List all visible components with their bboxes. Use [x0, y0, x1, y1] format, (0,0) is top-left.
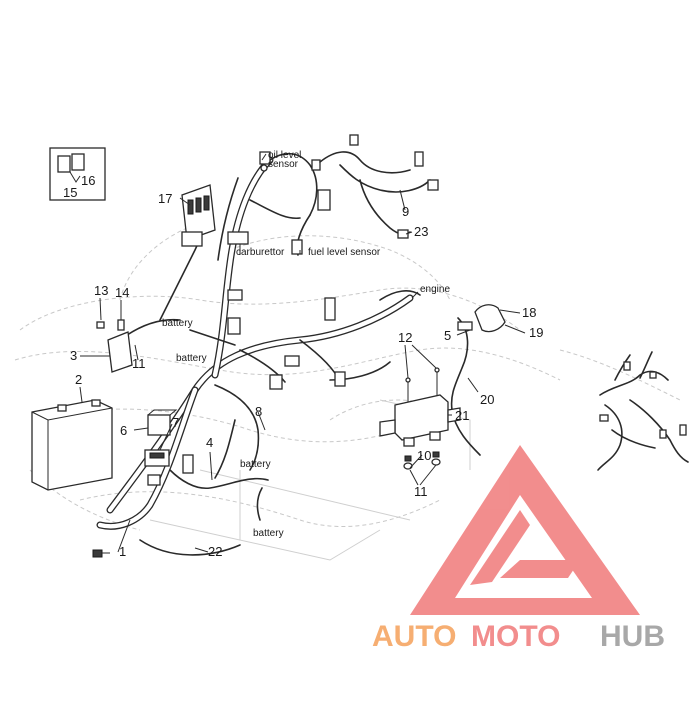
- fuse-15: [57, 155, 71, 173]
- connector-d: [284, 355, 300, 367]
- spark-plug-cap: [457, 304, 506, 333]
- callout-22: 22: [208, 544, 222, 559]
- main-harness: [96, 156, 414, 530]
- callout-3: 3: [70, 348, 77, 363]
- callout-21: 21: [455, 408, 469, 423]
- callout-20: 20: [480, 392, 494, 407]
- callout-5: 5: [444, 328, 451, 343]
- thin-wires: [119, 152, 481, 556]
- label-fuel-level-sensor: fuel level sensor: [308, 247, 381, 258]
- connector-9d: [427, 179, 439, 191]
- connectors: [147, 134, 439, 486]
- logo-triangle-outer: [410, 445, 640, 615]
- connector-e: [269, 374, 283, 390]
- part-6: [147, 409, 178, 436]
- callout-23: 23: [414, 224, 428, 239]
- fuse-16: [71, 153, 85, 171]
- part-3: [96, 319, 133, 373]
- label-oil-sensor: sensor: [268, 159, 299, 170]
- callout-11-right: 11: [414, 484, 428, 499]
- connector-f: [334, 371, 346, 387]
- battery-body: [31, 399, 113, 491]
- wire-labels: oil level sensor carburettor fuel level …: [162, 150, 450, 539]
- fuse-holder: [49, 147, 106, 201]
- battery-terminal-neg: [57, 404, 67, 412]
- harness-overview-sketch: [597, 351, 689, 471]
- harness-9-branch: [319, 151, 411, 174]
- leader-lines: [79, 153, 526, 553]
- connector-c: [324, 297, 336, 321]
- callout-14: 14: [115, 285, 129, 300]
- label-battery-3: battery: [240, 459, 271, 470]
- callout-19: 19: [529, 325, 543, 340]
- logo-text-moto: MOTO: [471, 620, 560, 653]
- starter-relay: [107, 331, 133, 373]
- bolt-13: [96, 321, 105, 329]
- callout-16: 16: [81, 173, 95, 188]
- callout-6: 6: [120, 423, 127, 438]
- connector-9c: [414, 151, 424, 167]
- connector-h: [147, 474, 161, 486]
- callout-17: 17: [158, 191, 172, 206]
- callout-9: 9: [402, 204, 409, 219]
- callout-4: 4: [206, 435, 213, 450]
- label-battery-2: battery: [176, 353, 207, 364]
- callout-2: 2: [75, 372, 82, 387]
- label-battery-1: battery: [162, 318, 193, 329]
- connector-fuel: [317, 189, 331, 211]
- bolt-1: [92, 549, 110, 558]
- connector-b: [227, 317, 241, 335]
- callout-numbers: 1 2 3 4 5 6 7 8 9 10 11 11 12 13 14 15 1…: [63, 173, 543, 559]
- callout-11-left: 11: [132, 356, 146, 371]
- nut-14: [117, 319, 125, 331]
- relay-17: [181, 231, 203, 247]
- watermark-logo: AUTO MOTO HUB: [372, 445, 665, 653]
- connector-oil: [259, 151, 271, 165]
- callout-10: 10: [417, 448, 431, 463]
- connector-a: [227, 289, 243, 301]
- callout-8: 8: [255, 404, 262, 419]
- connector-fuel-sensor: [291, 239, 303, 255]
- callout-1: 1: [119, 544, 126, 559]
- battery-terminal-pos: [91, 399, 101, 407]
- callout-12: 12: [398, 330, 412, 345]
- label-engine: engine: [420, 284, 450, 295]
- callout-13: 13: [94, 283, 108, 298]
- oil-sensor-terminal: [260, 164, 268, 172]
- connector-g: [182, 454, 194, 474]
- connector-carb: [227, 231, 249, 245]
- washers: [403, 451, 441, 470]
- callout-15: 15: [63, 185, 77, 200]
- logo-text-hub: HUB: [600, 620, 665, 653]
- battery: [31, 399, 113, 491]
- connector-9b: [311, 159, 321, 171]
- part-7: [144, 449, 170, 467]
- label-battery-4: battery: [253, 528, 284, 539]
- callout-18: 18: [522, 305, 536, 320]
- connector-9a: [349, 134, 359, 146]
- connector-23: [397, 229, 409, 239]
- callout-7: 7: [172, 415, 179, 430]
- logo-text-auto: AUTO: [372, 620, 456, 653]
- label-carburettor: carburettor: [236, 247, 285, 258]
- ignition-coil: [379, 367, 461, 447]
- fuse-block-17: [181, 184, 216, 247]
- label-oil-level: oil level: [268, 150, 301, 161]
- cap-18: [474, 304, 506, 333]
- relay-6: [147, 414, 171, 436]
